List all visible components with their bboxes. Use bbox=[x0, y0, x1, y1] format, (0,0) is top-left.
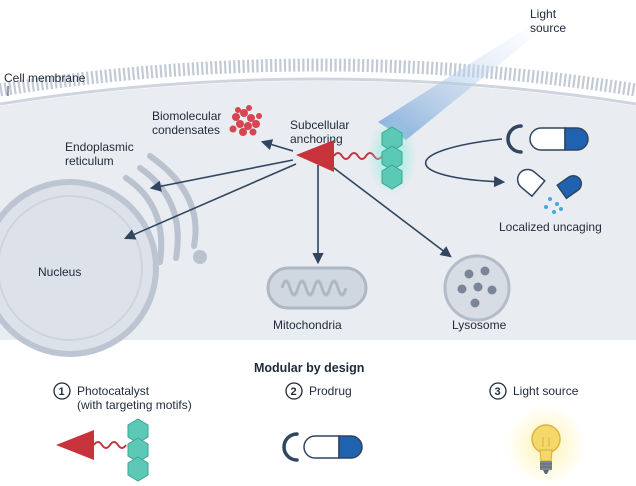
er-vesicle bbox=[193, 250, 207, 264]
component-2-number: 2 bbox=[291, 386, 297, 398]
component-3-number: 3 bbox=[495, 386, 501, 398]
component-2-number-badge bbox=[285, 382, 303, 400]
light-beam bbox=[378, 18, 549, 140]
condensates-cluster bbox=[229, 105, 262, 136]
light-source-label-2: source bbox=[530, 21, 566, 35]
photocatalyst-icon bbox=[56, 418, 149, 482]
section-title: Modular by design bbox=[254, 361, 364, 375]
arrow-to-er bbox=[149, 159, 294, 192]
cell-membrane-label: Cell membrane bbox=[4, 71, 86, 85]
arrow-to-condensates bbox=[260, 139, 294, 152]
targeting-motifs bbox=[381, 126, 403, 190]
component-3-label: Light source bbox=[513, 384, 579, 398]
nucleus-inner bbox=[0, 195, 143, 341]
subcellular-anchoring-label-2: anchoring bbox=[290, 132, 343, 146]
lysosome bbox=[443, 254, 511, 322]
cell-membrane bbox=[0, 58, 636, 97]
endoplasmic-reticulum bbox=[123, 153, 199, 265]
prodrug-capsule bbox=[506, 124, 589, 154]
component-3-number-badge bbox=[489, 382, 507, 400]
arrow-to-nucleus bbox=[123, 163, 297, 240]
subcellular-anchoring-label: Subcellular bbox=[290, 118, 349, 132]
localized-uncaging-label: Localized uncaging bbox=[499, 220, 602, 234]
component-1-number-badge bbox=[53, 382, 71, 400]
component-1-label: Photocatalyst bbox=[77, 384, 150, 398]
targeting-arrows bbox=[123, 138, 506, 265]
mitochondrion bbox=[266, 266, 368, 310]
arrow-to-lysosome bbox=[329, 164, 452, 258]
component-1-label-2: (with targeting motifs) bbox=[77, 398, 192, 412]
nucleus-label: Nucleus bbox=[38, 265, 81, 279]
arrow-capsule-to-uncaging bbox=[424, 138, 506, 188]
endoplasmic-reticulum-label: Endoplasmic bbox=[65, 140, 134, 154]
uncaged-capsule bbox=[516, 168, 582, 214]
photocatalyst-triangle bbox=[296, 140, 334, 172]
light-bulb-icon bbox=[506, 405, 586, 485]
light-source-label: Light bbox=[530, 7, 557, 21]
biomolecular-condensates-label: Biomolecular bbox=[152, 109, 221, 123]
component-2-label: Prodrug bbox=[309, 384, 352, 398]
endoplasmic-reticulum-label-2: reticulum bbox=[65, 154, 114, 168]
lysosome-label: Lysosome bbox=[452, 318, 507, 332]
biomolecular-condensates-label-2: condensates bbox=[152, 123, 220, 137]
prodrug-icon bbox=[282, 432, 363, 462]
component-1-number: 1 bbox=[59, 386, 65, 398]
cell-membrane-inner bbox=[0, 77, 636, 106]
nucleus bbox=[0, 179, 159, 357]
mitochondria-label: Mitochondria bbox=[273, 318, 342, 332]
